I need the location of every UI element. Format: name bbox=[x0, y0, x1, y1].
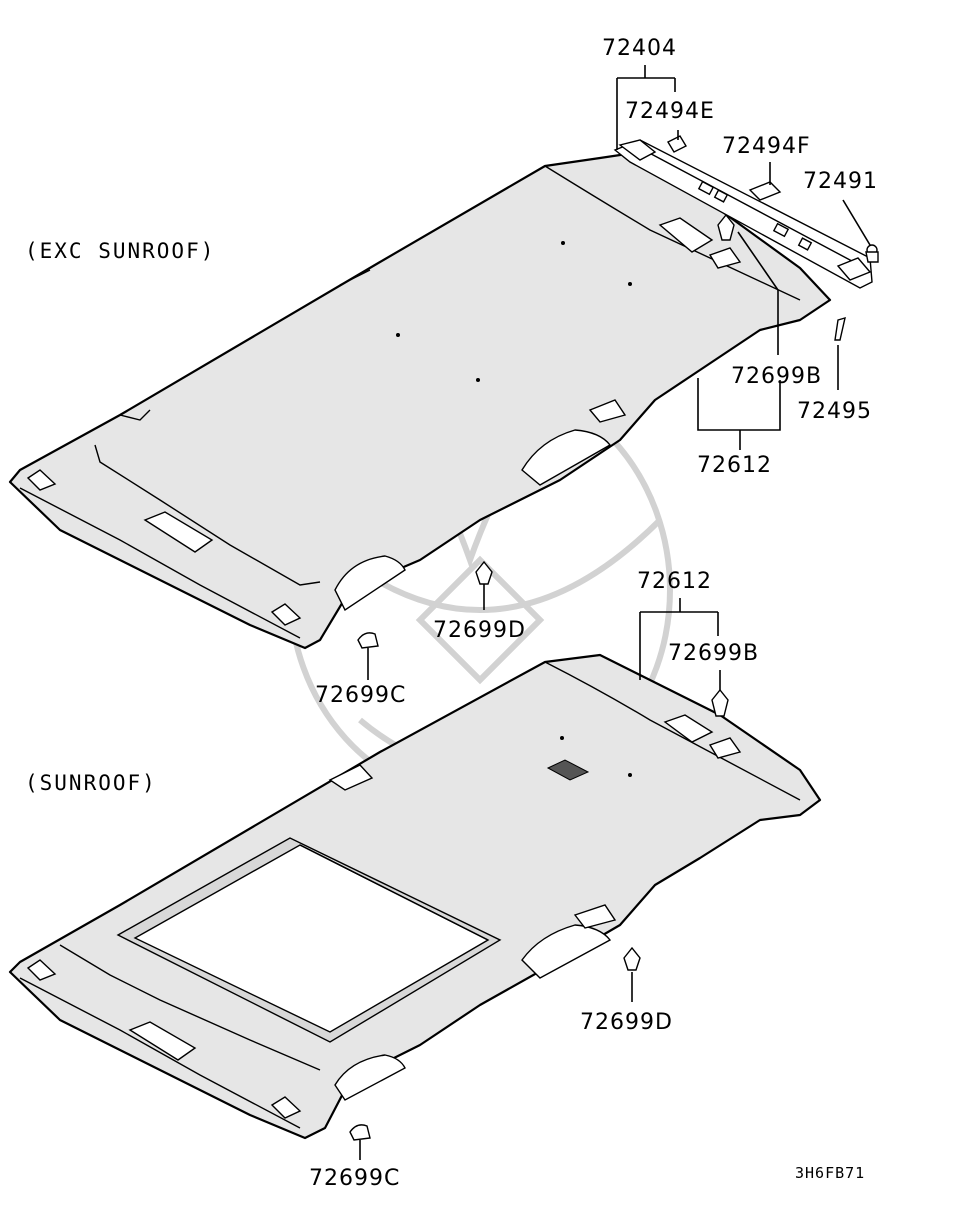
part-label-72612-bottom: 72612 bbox=[637, 569, 712, 594]
drawing-code: 3H6FB71 bbox=[795, 1164, 865, 1182]
part-label-72404: 72404 bbox=[602, 36, 677, 61]
part-label-72699C-top: 72699C bbox=[315, 683, 406, 708]
screw-72495 bbox=[834, 317, 846, 341]
part-label-72699C-bottom: 72699C bbox=[309, 1166, 400, 1191]
clip-72494E bbox=[667, 135, 687, 153]
part-label-72699D-bottom: 72699D bbox=[580, 1010, 673, 1035]
headlining-exc-sunroof bbox=[8, 150, 832, 650]
clip-72494F bbox=[748, 181, 782, 201]
part-label-72699B-top: 72699B bbox=[731, 364, 822, 389]
part-label-72495: 72495 bbox=[797, 399, 872, 424]
clip-72699C-bottom bbox=[349, 1124, 371, 1141]
headlining-sunroof bbox=[8, 653, 822, 1140]
clip-72699D-bottom bbox=[623, 946, 641, 971]
part-label-72612-top: 72612 bbox=[697, 453, 772, 478]
part-label-72699D-top: 72699D bbox=[433, 618, 526, 643]
clip-72699B-bottom bbox=[711, 688, 729, 717]
leader-lines-bottom bbox=[359, 598, 721, 1160]
variant-label-sunroof: (SUNROOF) bbox=[25, 771, 157, 795]
screw-72491 bbox=[865, 244, 879, 263]
clip-72699B-top bbox=[717, 213, 735, 241]
part-label-72494E: 72494E bbox=[625, 99, 715, 124]
part-label-72699B-bottom: 72699B bbox=[668, 641, 759, 666]
part-label-72491: 72491 bbox=[803, 169, 878, 194]
front-header-trim-72404 bbox=[613, 139, 873, 289]
clip-72699D-top bbox=[475, 560, 493, 585]
leader-lines-top bbox=[367, 65, 871, 680]
variant-label-exc-sunroof: (EXC SUNROOF) bbox=[25, 239, 215, 263]
clip-72699C-top bbox=[357, 632, 379, 649]
part-label-72494F: 72494F bbox=[722, 134, 811, 159]
